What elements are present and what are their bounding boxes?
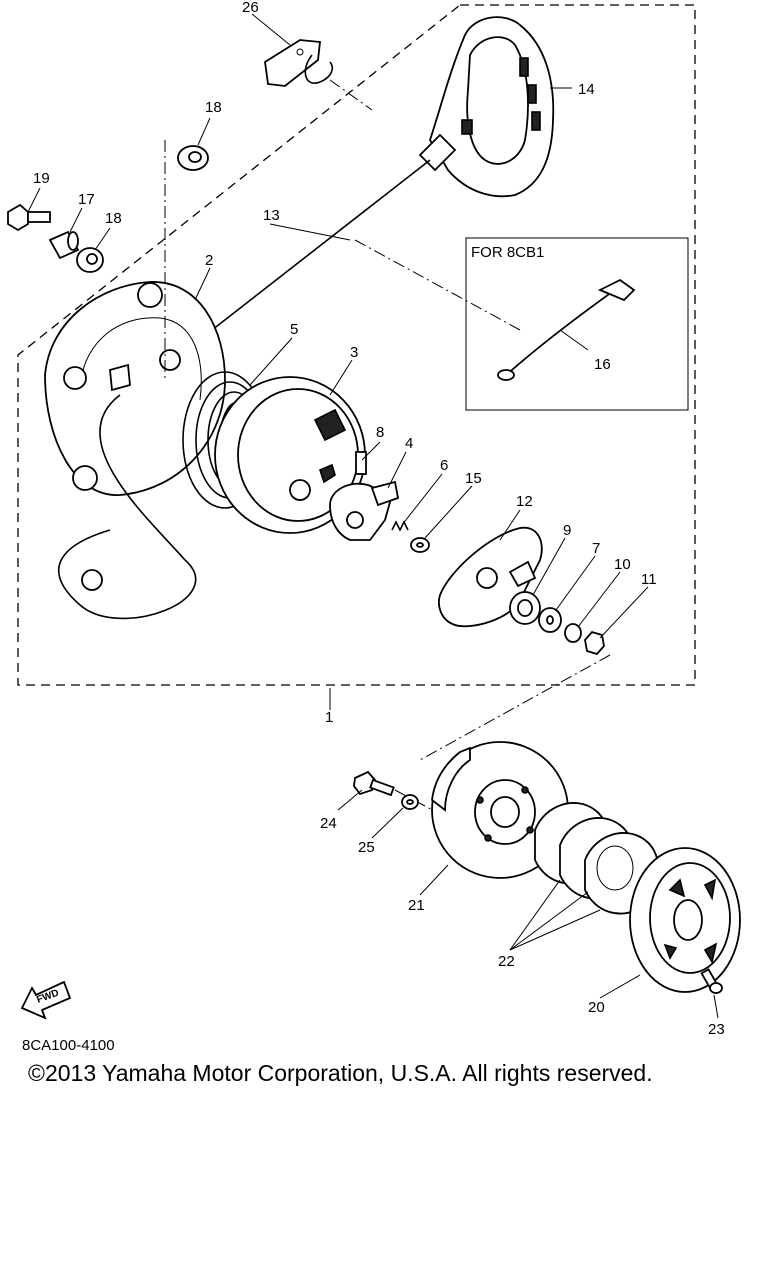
callout-18b: 18 (105, 210, 122, 227)
variant-box-title: FOR 8CB1 (471, 244, 544, 261)
callout-20: 20 (588, 999, 605, 1016)
callout-15: 15 (465, 470, 482, 487)
centerline-13-16 (354, 239, 521, 331)
part-25-washer (401, 794, 419, 810)
part-19-bolt (7, 203, 51, 232)
copyright-notice: ©2013 Yamaha Motor Corporation, U.S.A. A… (28, 1060, 653, 1086)
callout-17: 17 (78, 191, 95, 208)
variant-box (465, 237, 689, 411)
callout-9: 9 (563, 522, 571, 539)
centerline-26 (329, 79, 373, 111)
assembly-1-boundary (17, 4, 696, 686)
catalog-code: 8CA100-4100 (22, 1037, 115, 1054)
part-2-rope-loop (58, 394, 197, 620)
part-13-rope (211, 159, 431, 331)
part-14-starter-handle (418, 16, 555, 198)
leader-lines (27, 13, 719, 1019)
part-21-pulley (431, 741, 569, 879)
callout-3: 3 (350, 344, 358, 361)
part-18-collar-top (177, 145, 209, 171)
callout-13: 13 (263, 207, 280, 224)
part-9-washer (509, 591, 541, 625)
callout-4: 4 (405, 435, 413, 452)
part-23-screw (700, 968, 723, 994)
part-16-rope-guide (497, 278, 636, 381)
part-8-pin (355, 451, 367, 475)
callout-24: 24 (320, 815, 337, 832)
part-17-collar (48, 230, 80, 260)
callout-19: 19 (33, 170, 50, 187)
centerline-lower (419, 654, 611, 761)
part-2-starter-case (44, 281, 226, 496)
callout-1: 1 (325, 709, 333, 726)
callout-22: 22 (498, 953, 515, 970)
callout-18a: 18 (205, 99, 222, 116)
part-20-starter-pulley (629, 847, 741, 993)
part-4-drive-pawl (329, 480, 400, 541)
callout-11: 11 (641, 571, 657, 588)
callout-23: 23 (708, 1021, 725, 1038)
callout-2: 2 (205, 252, 213, 269)
callout-21: 21 (408, 897, 425, 914)
part-26-hook (264, 39, 334, 87)
part-6-spring (391, 520, 409, 532)
callout-10: 10 (614, 556, 631, 573)
callout-7: 7 (592, 540, 600, 557)
callout-8: 8 (376, 424, 384, 441)
callout-14: 14 (578, 81, 595, 98)
callout-12: 12 (516, 493, 533, 510)
exploded-parts-diagram: FOR 8CB1 (7, 0, 741, 1038)
callout-6: 6 (440, 457, 448, 474)
fwd-arrow-icon: FWD (20, 980, 72, 1020)
part-18-collar-side (76, 247, 104, 273)
part-10-lock-washer (564, 623, 582, 643)
callout-26: 26 (242, 0, 259, 16)
rope-knot (81, 569, 103, 591)
part-11-nut (584, 630, 605, 656)
callout-16: 16 (594, 356, 611, 373)
part-24-bolt (353, 770, 395, 797)
part-3-sheave-drum (214, 376, 366, 534)
part-15-washer (410, 537, 430, 553)
callout-5: 5 (290, 321, 298, 338)
part-7-washer (538, 607, 562, 633)
callout-25: 25 (358, 839, 375, 856)
